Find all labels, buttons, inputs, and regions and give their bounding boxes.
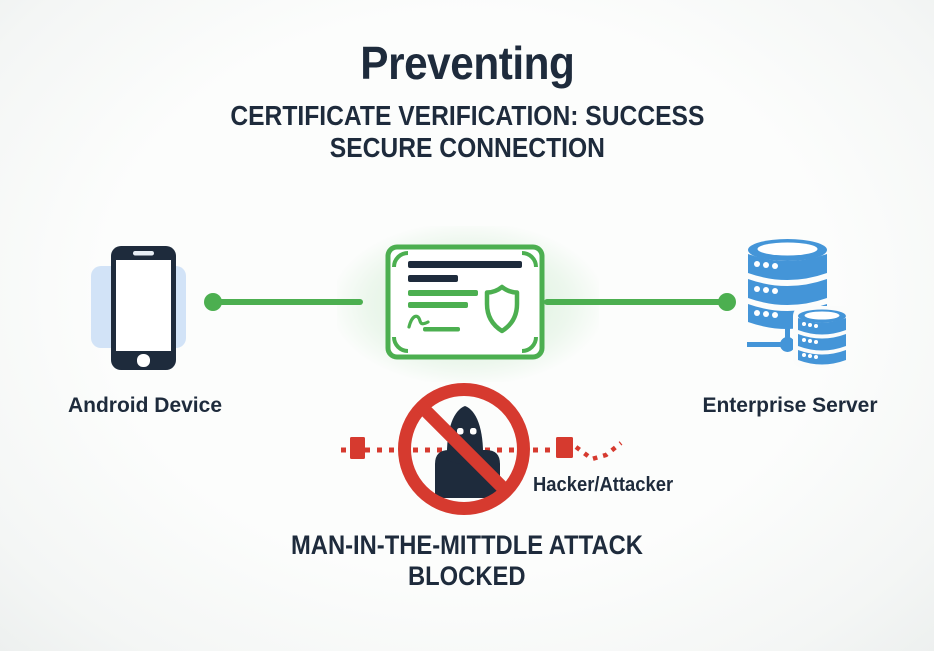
blocked-caption: MAN-IN-THE-MITTDLE ATTACK BLOCKED	[237, 530, 697, 592]
hacker-eyes	[457, 428, 477, 435]
server-top-opening	[757, 242, 818, 256]
subtitle-line-1: CERTIFICATE VERIFICATION: SUCCESS	[229, 100, 705, 131]
caption-line-1: MAN-IN-THE-MITTDLE ATTACK	[291, 530, 643, 560]
server-secondary-stack	[793, 306, 851, 368]
connection-dot-right	[718, 293, 736, 311]
certificate-signature-line	[423, 327, 460, 332]
title-text: Preventing	[359, 37, 575, 89]
intercept-zigzag	[574, 441, 623, 462]
enterprise-server-label: Enterprise Server	[702, 394, 878, 417]
page-title: Preventing	[0, 36, 934, 90]
certificate-text-lines	[408, 261, 522, 308]
prohibition-ring	[398, 383, 530, 515]
intercept-square-left	[350, 437, 365, 459]
phone-home-button	[137, 354, 150, 367]
subtitle: CERTIFICATE VERIFICATION: SUCCESS SECURE…	[0, 100, 934, 164]
connection-dot-left	[204, 293, 222, 311]
prohibition-slash	[413, 398, 515, 500]
prohibition-icon	[398, 383, 530, 515]
server-connector	[747, 320, 802, 352]
phone-speaker	[133, 251, 154, 256]
certificate-icon	[385, 244, 545, 360]
caption-line-2: BLOCKED	[408, 561, 526, 591]
phone-screen	[116, 260, 171, 351]
android-device-label: Android Device	[67, 394, 223, 417]
hacker-attacker-label: Hacker/Attacker	[533, 474, 674, 496]
intercept-square-right	[556, 437, 573, 458]
subtitle-line-2: SECURE CONNECTION	[329, 132, 605, 163]
smartphone-icon	[91, 246, 186, 370]
server-main-leds	[754, 261, 778, 318]
connection-line-left	[213, 299, 363, 305]
connection-line-right	[544, 299, 728, 305]
shield-icon	[484, 284, 520, 334]
certificate-corner-marks	[392, 251, 538, 353]
certificate-signature	[407, 314, 430, 329]
database-server-icon	[747, 239, 851, 368]
